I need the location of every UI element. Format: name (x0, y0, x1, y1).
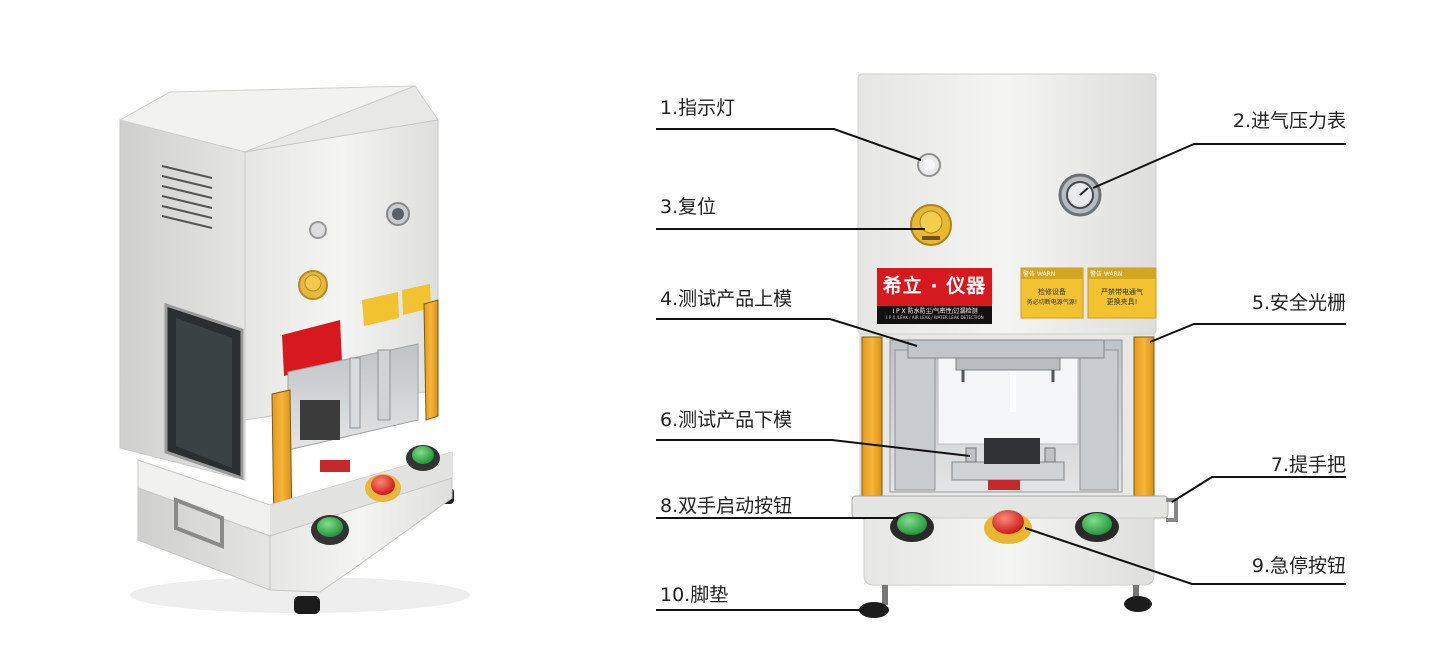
warning-1-line2: 务必切断电源气源! (1026, 299, 1078, 306)
leader-9 (1024, 527, 1346, 585)
emergency-stop-button (984, 510, 1032, 544)
callout-label-7: 7.提手把 (1270, 454, 1346, 476)
lower-mold (951, 461, 1065, 481)
warning-1-header: 警告 WARN (1023, 269, 1081, 278)
warning-2-header: 警告 WARN (1090, 269, 1154, 278)
brand-sign-small-line: I P X /LEAK / AIR LEAK / WATER LEAK DETE… (886, 315, 984, 320)
machine-perspective-view (118, 85, 470, 614)
callout-label-6: 6.测试产品下模 (660, 409, 793, 431)
brand-sign-subtitle: I P X 防水防尘/气密性/过漏检测 (892, 308, 978, 315)
callout-label-10: 10.脚垫 (660, 584, 729, 606)
warning-1-line1: 检修设备 (1038, 288, 1066, 296)
foot-pads (859, 585, 1152, 618)
two-hand-start-button-right (1075, 512, 1119, 542)
carry-handle (1166, 498, 1178, 522)
upper-mold (907, 339, 1105, 359)
leader-4 (656, 318, 918, 347)
callout-label-3: 3.复位 (660, 196, 717, 218)
leader-1 (656, 128, 922, 161)
callout-label-1: 1.指示灯 (660, 97, 736, 119)
callout-label-2: 2.进气压力表 (1232, 110, 1346, 132)
leader-7 (1171, 476, 1346, 503)
vent-slots (161, 165, 213, 229)
foot-pad-left-view (294, 596, 320, 614)
leader-lines (656, 128, 1346, 611)
warning-1-header-cn: 警告 (1023, 271, 1036, 278)
leader-6 (656, 439, 971, 457)
safety-light-curtain-left (861, 336, 883, 498)
machine-front-view (851, 73, 1178, 618)
warning-2-header-cn: 警告 (1090, 271, 1103, 278)
brand-sign-title: 希立 · 仪器 (882, 275, 987, 297)
callout-label-9: 9.急停按钮 (1251, 555, 1346, 577)
callout-label-8: 8.双手启动按钮 (660, 495, 793, 517)
two-hand-start-button-left (890, 512, 934, 542)
callout-label-4: 4.测试产品上模 (660, 288, 793, 310)
warning-2-header-en: WARN (1103, 271, 1123, 278)
safety-light-curtain-right (1133, 336, 1155, 498)
leader-5 (1149, 323, 1346, 343)
warning-2-line1: 严禁带电通气 (1101, 288, 1143, 296)
callout-label-5: 5.安全光栅 (1251, 292, 1346, 314)
leader-2 (1092, 143, 1346, 189)
warning-1-header-en: WARN (1036, 271, 1056, 278)
warning-2-line2: 更换夹具! (1106, 298, 1138, 306)
